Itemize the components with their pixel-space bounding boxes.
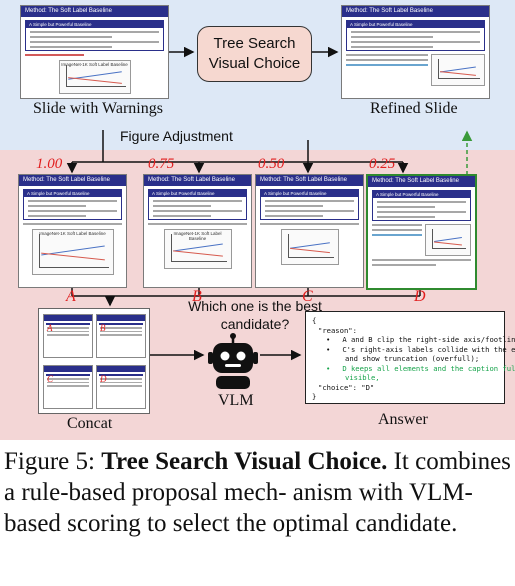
candidate-slide-b: Method: The Soft Label Baseline A Simple…: [143, 174, 252, 288]
slide-header: Method: The Soft Label Baseline: [21, 6, 168, 17]
figure-adjustment-label: Figure Adjustment: [120, 128, 233, 144]
figure-caption: Figure 5: Tree Search Visual Choice. It …: [4, 448, 511, 537]
letter-c: C: [302, 288, 313, 305]
slide-figure: ImageNet-1K Soft Label Baseline: [58, 60, 131, 94]
answer-label: Answer: [378, 411, 428, 428]
concat-grid: A B C D: [38, 308, 150, 414]
candidate-slide-a: Method: The Soft Label Baseline A Simple…: [18, 174, 127, 288]
connector-lines: [66, 46, 473, 361]
ratio-a: 1.00: [36, 156, 63, 172]
ratio-c: 0.50: [258, 156, 285, 172]
slide-with-warnings: Method: The Soft Label Baseline A Simple…: [20, 5, 169, 99]
refined-slide: Method: The Soft Label Baseline A Simple…: [341, 5, 490, 99]
tree-search-box: Tree Search Visual Choice: [197, 26, 312, 82]
letter-a: A: [66, 288, 76, 305]
candidate-slide-c: Method: The Soft Label Baseline A Simple…: [255, 174, 364, 288]
letter-b: B: [192, 288, 202, 305]
letter-d: D: [414, 288, 426, 305]
vlm-label: VLM: [218, 392, 254, 409]
slide-with-warnings-label: Slide with Warnings: [33, 100, 163, 117]
slide-figure: [431, 54, 485, 86]
slide-box-title: A Simple but Powerful Baseline: [26, 21, 163, 28]
candidate-slide-d: Method: The Soft Label Baseline A Simple…: [366, 174, 477, 290]
answer-box: { "reason": •A and B clip the right-side…: [305, 311, 515, 404]
ratio-b: 0.75: [148, 156, 175, 172]
question-text: Which one is the best candidate?: [188, 298, 322, 332]
slide-header: Method: The Soft Label Baseline: [342, 6, 489, 17]
robot-icon: [208, 333, 258, 389]
refined-slide-label: Refined Slide: [370, 100, 458, 117]
concat-label: Concat: [67, 415, 113, 432]
ratio-d: 0.25: [369, 156, 396, 172]
